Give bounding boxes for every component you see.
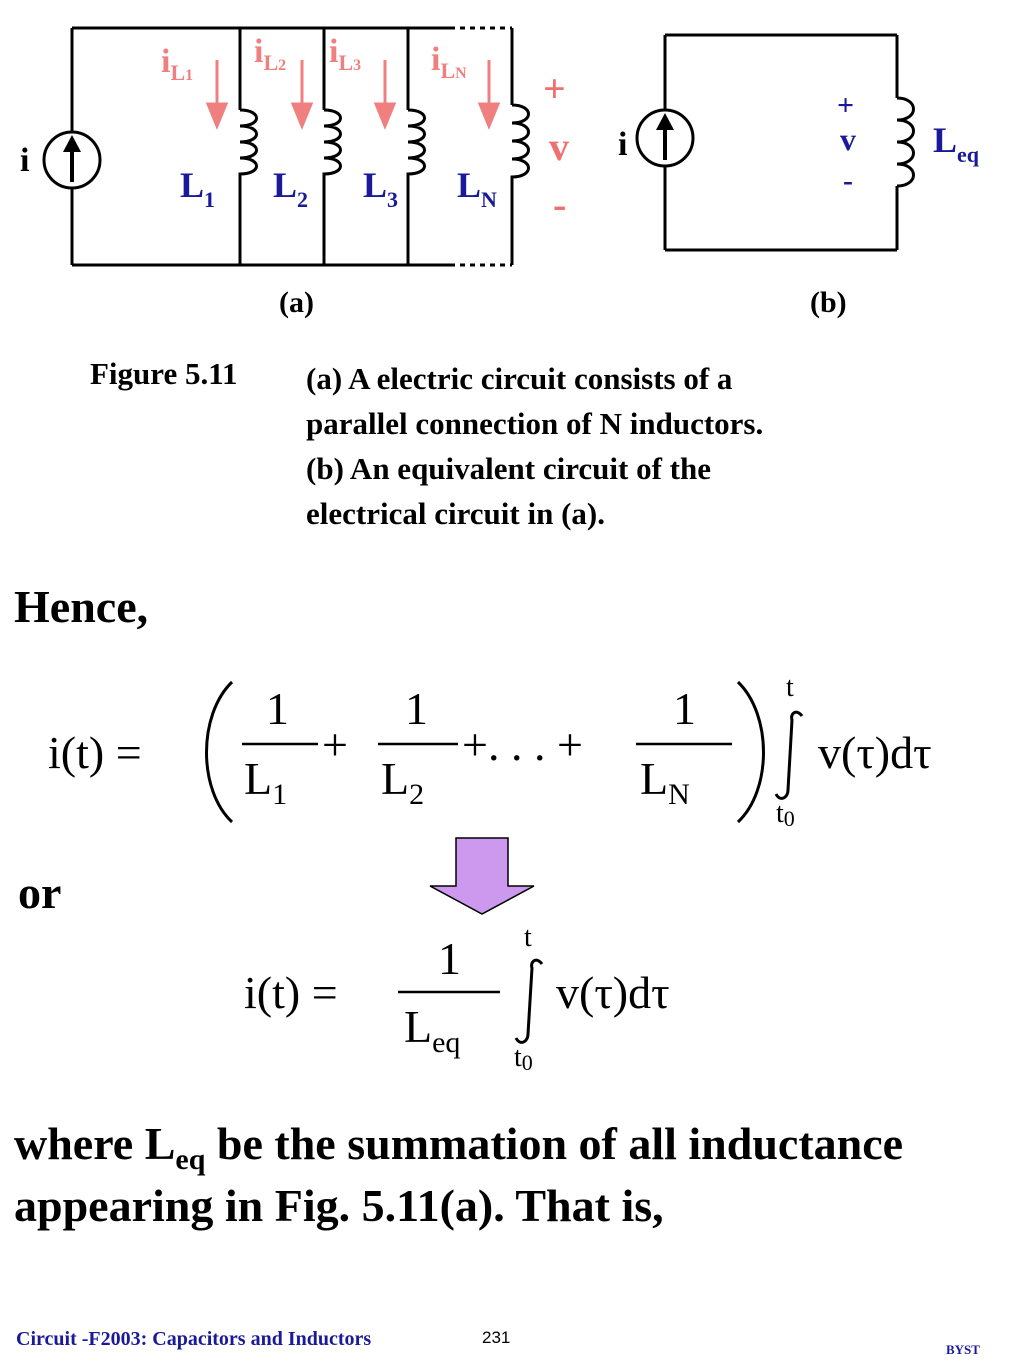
source-label-a: i [20,142,29,179]
caption-line-3: (b) An equivalent circuit of the [306,451,711,486]
eq1-upper-limit: t [786,672,794,703]
eq2-den: Leq [404,1001,460,1059]
inductor-coil-eq [896,96,915,188]
caption-line-2: parallel connection of N inductors. [306,406,764,441]
eq1-den-1: L1 [244,753,287,811]
down-arrow-icon [429,837,535,915]
inductor-label-n: LN [457,165,497,212]
panel-a-label: (a) [279,286,314,319]
inductor-label-2: L2 [273,165,308,212]
current-source-a [42,130,102,190]
current-source-b [635,108,695,168]
caption-line-4: electrical circuit in (a). [306,496,605,531]
explanation-paragraph: where Leq be the summation of all induct… [14,1118,904,1231]
eq1-integrand: v(τ)dτ [818,727,932,778]
eq2-integrand: v(τ)dτ [556,967,670,1018]
footer-author: BYST [946,1342,980,1357]
current-label-3: iL3 [329,33,361,75]
inductor-coil-3 [406,108,426,180]
voltage-minus-b: - [843,164,853,197]
inductor-coil-1 [238,108,258,180]
eq1-num-1: 1 [266,683,289,734]
inductor-coil-2 [322,108,342,180]
voltage-plus-a: + [543,66,566,111]
page-number: 231 [482,1328,511,1347]
eq1-den-3: LN [640,753,690,811]
current-label-n: iLN [431,41,467,83]
inductor-label-1: L1 [180,165,215,212]
eq1-num-2: 1 [405,683,428,734]
voltage-minus-a: - [553,182,566,227]
figure-label: Figure 5.11 [90,356,238,391]
inductor-label-eq: Leq [933,120,980,167]
current-label-2: iL2 [254,33,286,75]
voltage-symbol-b: v [840,121,856,157]
eq2-num: 1 [438,933,461,984]
or-text: or [18,867,62,918]
eq1-plus-1: + [322,719,348,770]
eq1-lhs: i(t) = [48,727,142,778]
eq1-lower-limit: t0 [776,798,795,831]
inductor-coil-n [510,103,530,180]
equation-1: i(t) = 1 L1 + 1 L2 +. . . + 1 LN t t0 v(… [48,672,932,831]
panel-b-label: (b) [810,286,847,319]
eq2-lhs: i(t) = [244,967,338,1018]
caption-line-1: (a) A electric circuit consists of a [306,361,733,396]
eq1-den-2: L2 [381,753,424,811]
hence-text: Hence, [14,581,149,632]
footer-course-title: Circuit -F2003: Capacitors and Inductors [16,1328,372,1350]
eq2-lower-limit: t0 [514,1042,533,1075]
circuit-diagram-a: i iL1 iL2 iL3 iLN L1 L2 L3 LN + v - (a) [20,26,980,319]
figure-caption: (a) A electric circuit consists of a par… [306,356,926,536]
eq2-upper-limit: t [524,922,532,953]
current-label-1: iL1 [161,43,193,85]
circuit-diagram-b [635,33,915,252]
eq1-dots: +. . . + [462,719,583,770]
source-label-b: i [618,126,627,163]
equation-2: i(t) = 1 Leq t t0 v(τ)dτ [244,922,670,1075]
inductor-label-3: L3 [363,165,398,212]
eq1-num-3: 1 [673,683,696,734]
voltage-symbol-a: v [549,124,569,169]
voltage-plus-b: + [837,89,854,122]
